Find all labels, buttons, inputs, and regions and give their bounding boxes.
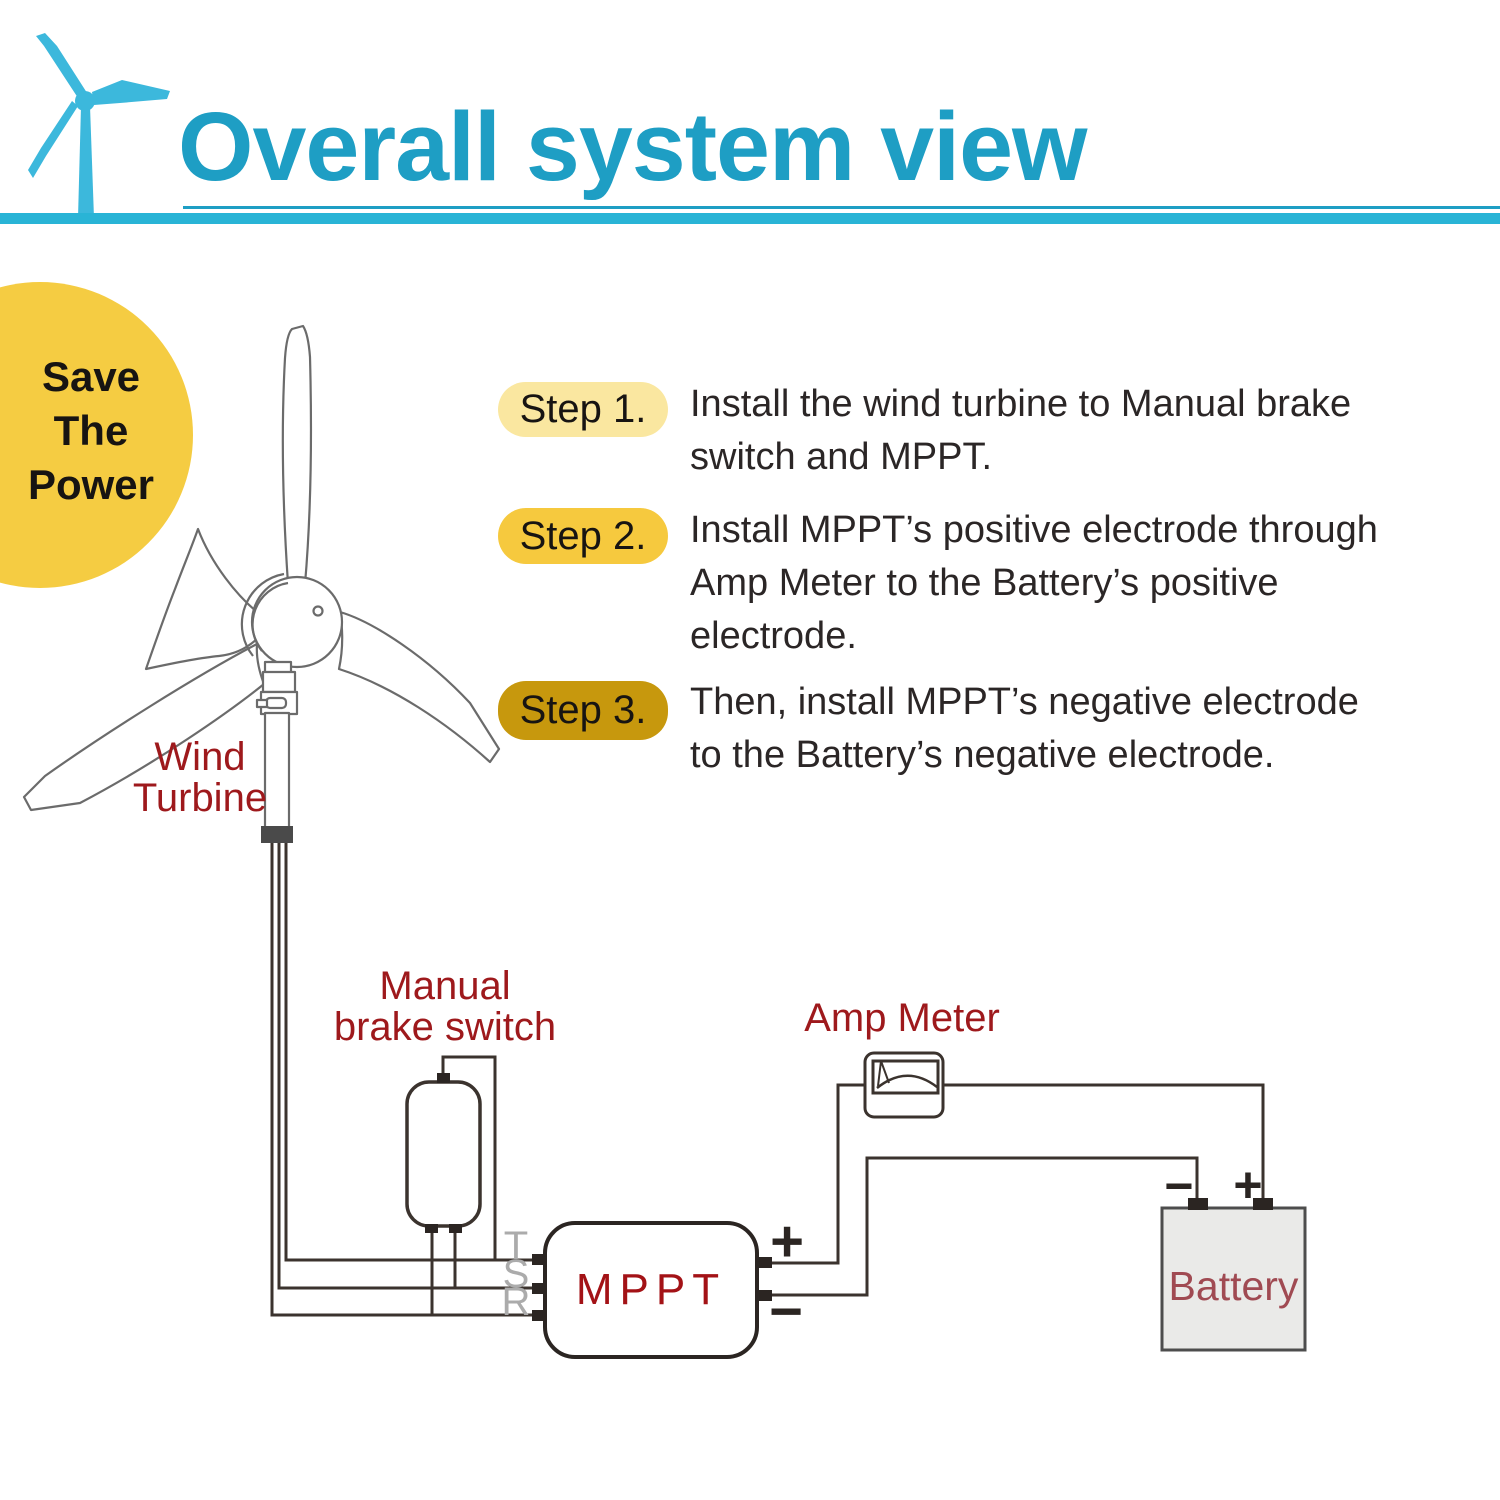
- negative-wire: [772, 1156, 1199, 1297]
- mppt-minus-label: −: [769, 1279, 803, 1344]
- amp-meter-label: Amp Meter: [804, 996, 1000, 1040]
- brake-switch-shape: [405, 1073, 482, 1233]
- battery-shape: [1160, 1198, 1307, 1352]
- brake-switch-wire-top: [441, 1055, 497, 1260]
- mppt-box: [532, 1221, 772, 1359]
- battery-plus-label: +: [1233, 1157, 1263, 1213]
- page-title: Overall system view: [178, 92, 1087, 201]
- header-accent-bar: [0, 213, 1500, 224]
- step-1-badge: Step 1.: [498, 382, 668, 437]
- terminal-r-label: R: [501, 1280, 531, 1324]
- step-2-badge: Step 2.: [498, 508, 668, 564]
- wire-s: [277, 838, 536, 1290]
- brake-switch-label: Manual brake switch: [333, 964, 557, 1049]
- terminal-t-label: T: [503, 1224, 529, 1268]
- wind-turbine-label: Wind Turbine: [132, 735, 268, 820]
- wind-turbine-drawing: [22, 324, 501, 843]
- step-1-text: Install the wind turbine to Manual brake…: [690, 383, 1352, 478]
- mppt-label: MPPT: [575, 1265, 727, 1314]
- wire-r: [270, 838, 536, 1317]
- battery-minus-label: −: [1164, 1158, 1194, 1214]
- wire-t: [284, 838, 536, 1262]
- mppt-plus-label: +: [770, 1209, 804, 1274]
- title-underline: [183, 206, 1500, 209]
- step-3-badge: Step 3.: [498, 681, 668, 740]
- step-3-text: Then, install MPPT’s negative electrode …: [690, 681, 1359, 776]
- brand-wind-turbine-icon: [10, 25, 190, 225]
- step-2-text: Install MPPT’s positive electrode throug…: [690, 509, 1378, 657]
- save-power-text: Save The Power: [27, 353, 155, 508]
- amp-meter-icon: [863, 1051, 945, 1119]
- positive-wire: [772, 1083, 1265, 1265]
- battery-label: Battery: [1168, 1263, 1299, 1309]
- terminal-s-label: S: [502, 1252, 530, 1296]
